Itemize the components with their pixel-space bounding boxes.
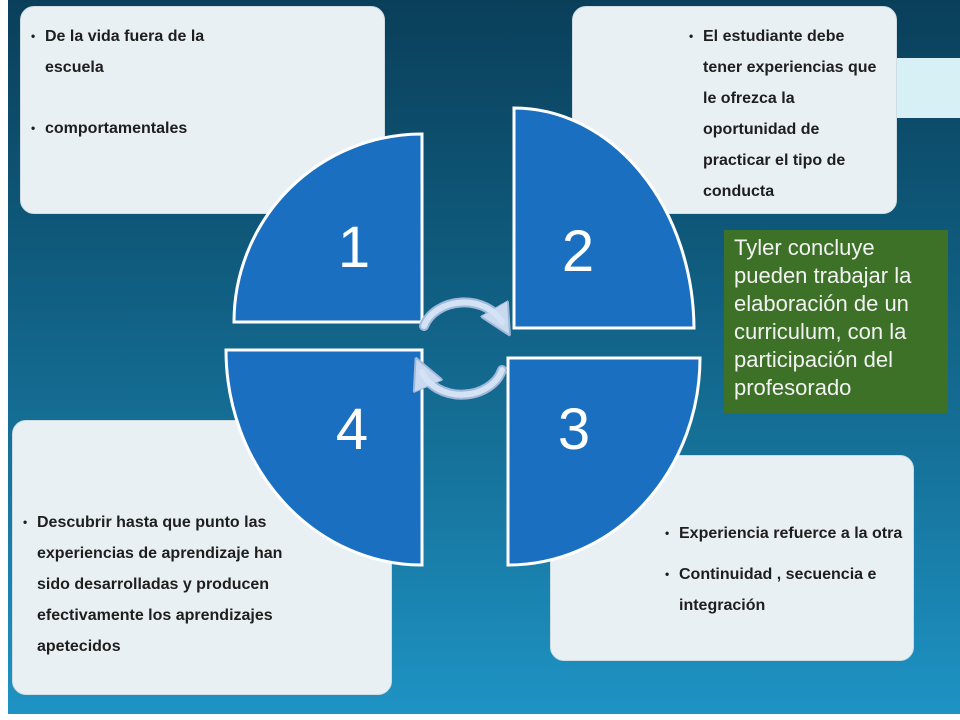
- quadrant-1: [232, 132, 424, 324]
- box-2-bullet-1: El estudiante debe tener experiencias qu…: [685, 21, 878, 207]
- quadrant-3-number: 3: [558, 397, 590, 462]
- quadrant-4: [224, 348, 424, 567]
- cycle-arrow-bottom-inner: [419, 367, 505, 398]
- box-4-bullet-1: Descubrir hasta que punto las experienci…: [19, 507, 292, 662]
- quadrant-2: [512, 106, 696, 330]
- box-1-bullet-1: De la vida fuera de la escuela: [27, 21, 245, 83]
- cycle-arrow-top-inner: [421, 299, 505, 329]
- quadrant-3: [506, 356, 702, 567]
- box-1-bullet-2: comportamentales: [27, 113, 384, 144]
- quadrant-4-number: 4: [336, 397, 368, 462]
- slide-left-border: [0, 0, 8, 714]
- conclusion-box: Tyler concluye pueden trabajar la elabor…: [724, 230, 948, 413]
- quadrant-1-number: 1: [338, 215, 370, 280]
- box-3-bullet-2: Continuidad , secuencia e integración: [661, 559, 904, 621]
- quadrant-2-number: 2: [562, 219, 594, 284]
- box-3-bullet-1: Experiencia refuerce a la otra: [661, 518, 904, 549]
